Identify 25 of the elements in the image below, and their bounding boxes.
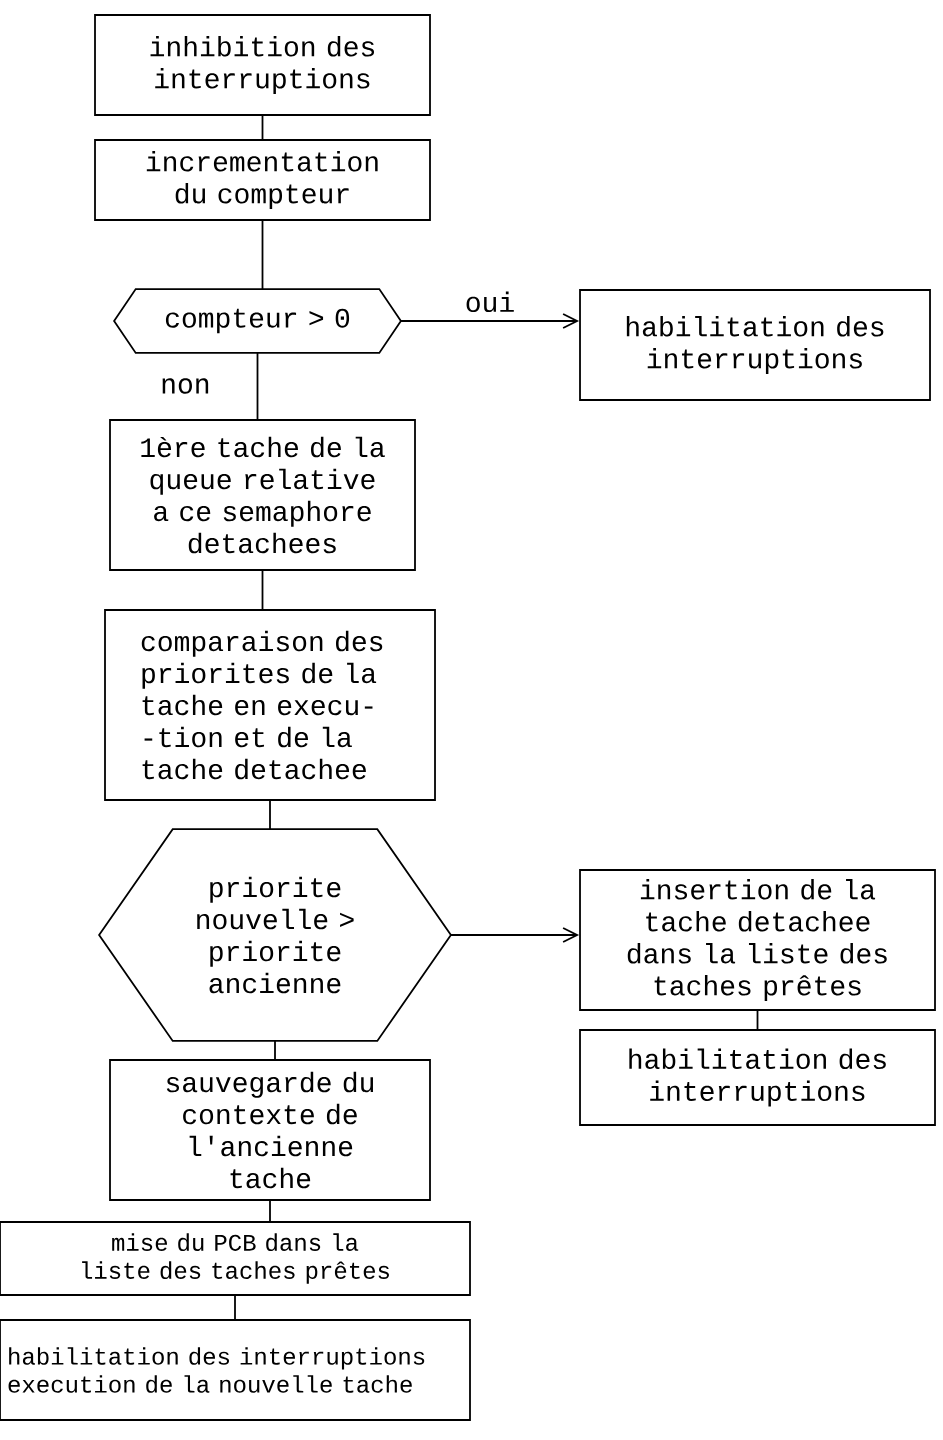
- connector-line: [256, 352, 259, 420]
- edge-label: oui: [462, 289, 518, 315]
- process-box: habilitation des interruptions: [579, 289, 931, 401]
- arrow: [400, 313, 580, 329]
- process-box: mise du PCB dans la liste des taches prêtes: [0, 1221, 471, 1296]
- connector-line: [756, 1010, 759, 1030]
- process-box: habilitation des interruptions: [579, 1029, 936, 1126]
- process-box: comparaison des priorites de la tache en execu- -tion et de la tache detachee: [104, 609, 436, 801]
- connector-line: [269, 800, 271, 830]
- process-box: inhibition des interruptions: [94, 14, 431, 116]
- connector-line: [261, 570, 264, 610]
- connector-line: [261, 115, 264, 140]
- arrow: [450, 927, 580, 943]
- process-box: 1ère tache de la queue relative a ce semaphore detachees: [109, 419, 416, 571]
- process-box: insertion de la tache detachee dans la liste des taches prêtes: [579, 869, 936, 1011]
- connector-line: [269, 1200, 271, 1222]
- connector-line: [274, 1040, 276, 1060]
- decision-hexagon: priorite nouvelle > priorite ancienne: [98, 828, 452, 1042]
- decision-hexagon: compteur > 0: [113, 288, 402, 354]
- connector-line: [261, 220, 264, 290]
- process-box: sauvegarde du contexte de l'ancienne tache: [109, 1059, 431, 1201]
- connector-line: [234, 1295, 236, 1320]
- process-box: incrementation du compteur: [94, 139, 431, 221]
- edge-label: non: [158, 376, 213, 396]
- process-box: habilitation des interruptions execution de la nouvelle tache: [0, 1319, 471, 1421]
